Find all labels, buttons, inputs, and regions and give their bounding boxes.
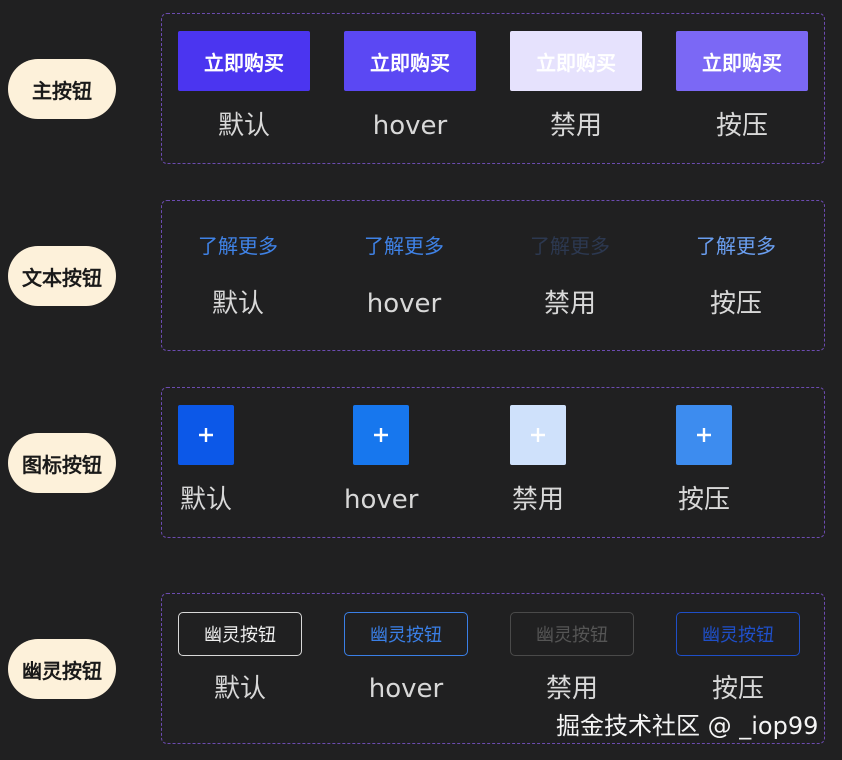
plus-icon bbox=[531, 428, 545, 442]
state-label: 禁用 bbox=[545, 674, 598, 704]
text-button-hover[interactable]: 了解更多 bbox=[364, 234, 444, 258]
state-label: 默认 bbox=[179, 485, 232, 515]
ghost-button-disabled: 幽灵按钮 bbox=[510, 612, 634, 656]
cell-icon-hover: hover bbox=[344, 405, 418, 513]
text-button-pressed[interactable]: 了解更多 bbox=[696, 234, 776, 258]
panel-text-buttons: 了解更多 默认 了解更多 hover 了解更多 禁用 了解更多 按压 bbox=[161, 200, 825, 351]
cell-text-hover: 了解更多 hover bbox=[364, 231, 444, 317]
state-label: 禁用 bbox=[511, 485, 564, 515]
cell-ghost-pressed: 幽灵按钮 按压 bbox=[676, 612, 800, 702]
panel-primary-buttons: 立即购买 默认 立即购买 hover 立即购买 禁用 立即购买 按压 bbox=[161, 13, 825, 164]
state-label: 禁用 bbox=[549, 111, 602, 141]
cell-icon-pressed: 按压 bbox=[676, 405, 732, 513]
cell-text-disabled: 了解更多 禁用 bbox=[530, 231, 610, 317]
state-label: hover bbox=[366, 289, 442, 319]
cell-primary-hover: 立即购买 hover bbox=[344, 31, 476, 139]
icon-button-hover[interactable] bbox=[353, 405, 410, 465]
icon-button-disabled bbox=[510, 405, 566, 465]
ghost-button-hover[interactable]: 幽灵按钮 bbox=[344, 612, 468, 656]
cell-primary-disabled: 立即购买 禁用 bbox=[510, 31, 642, 139]
primary-button-hover[interactable]: 立即购买 bbox=[344, 31, 476, 91]
state-label: hover bbox=[344, 485, 419, 515]
state-label: 默认 bbox=[213, 674, 266, 704]
ghost-button-default[interactable]: 幽灵按钮 bbox=[178, 612, 302, 656]
watermark: 掘金技术社区 @ _iop99 bbox=[556, 712, 819, 740]
text-button-disabled: 了解更多 bbox=[530, 234, 610, 258]
cell-ghost-disabled: 幽灵按钮 禁用 bbox=[510, 612, 634, 702]
cell-icon-disabled: 禁用 bbox=[510, 405, 566, 513]
cell-icon-default: 默认 bbox=[178, 405, 234, 513]
panel-ghost-buttons: 幽灵按钮 默认 幽灵按钮 hover 幽灵按钮 禁用 幽灵按钮 按压 bbox=[161, 593, 825, 744]
state-label: 默认 bbox=[217, 111, 270, 141]
row-label-ghost: 幽灵按钮 bbox=[8, 639, 116, 699]
state-label: 按压 bbox=[709, 289, 762, 319]
row-label-text: 文本按钮 bbox=[8, 246, 116, 306]
state-label: 禁用 bbox=[543, 289, 596, 319]
plus-icon bbox=[199, 428, 213, 442]
state-label: 按压 bbox=[677, 485, 730, 515]
cell-primary-default: 立即购买 默认 bbox=[178, 31, 310, 139]
plus-icon bbox=[697, 428, 711, 442]
cell-primary-pressed: 立即购买 按压 bbox=[676, 31, 808, 139]
panel-icon-buttons: 默认 hover 禁用 按压 bbox=[161, 387, 825, 538]
state-label: 按压 bbox=[715, 111, 768, 141]
cell-ghost-hover: 幽灵按钮 hover bbox=[344, 612, 468, 702]
row-label-icon: 图标按钮 bbox=[8, 433, 116, 493]
cell-text-default: 了解更多 默认 bbox=[198, 231, 278, 317]
cell-ghost-default: 幽灵按钮 默认 bbox=[178, 612, 302, 702]
ghost-button-pressed[interactable]: 幽灵按钮 bbox=[676, 612, 800, 656]
icon-button-default[interactable] bbox=[178, 405, 234, 465]
state-label: 默认 bbox=[211, 289, 264, 319]
cell-text-pressed: 了解更多 按压 bbox=[696, 231, 776, 317]
state-label: hover bbox=[368, 674, 444, 704]
primary-button-pressed[interactable]: 立即购买 bbox=[676, 31, 808, 91]
plus-icon bbox=[374, 428, 389, 442]
primary-button-default[interactable]: 立即购买 bbox=[178, 31, 310, 91]
text-button-default[interactable]: 了解更多 bbox=[198, 234, 278, 258]
state-label: hover bbox=[372, 111, 448, 141]
primary-button-disabled: 立即购买 bbox=[510, 31, 642, 91]
icon-button-pressed[interactable] bbox=[676, 405, 732, 465]
row-label-primary: 主按钮 bbox=[8, 59, 116, 119]
state-label: 按压 bbox=[711, 674, 764, 704]
